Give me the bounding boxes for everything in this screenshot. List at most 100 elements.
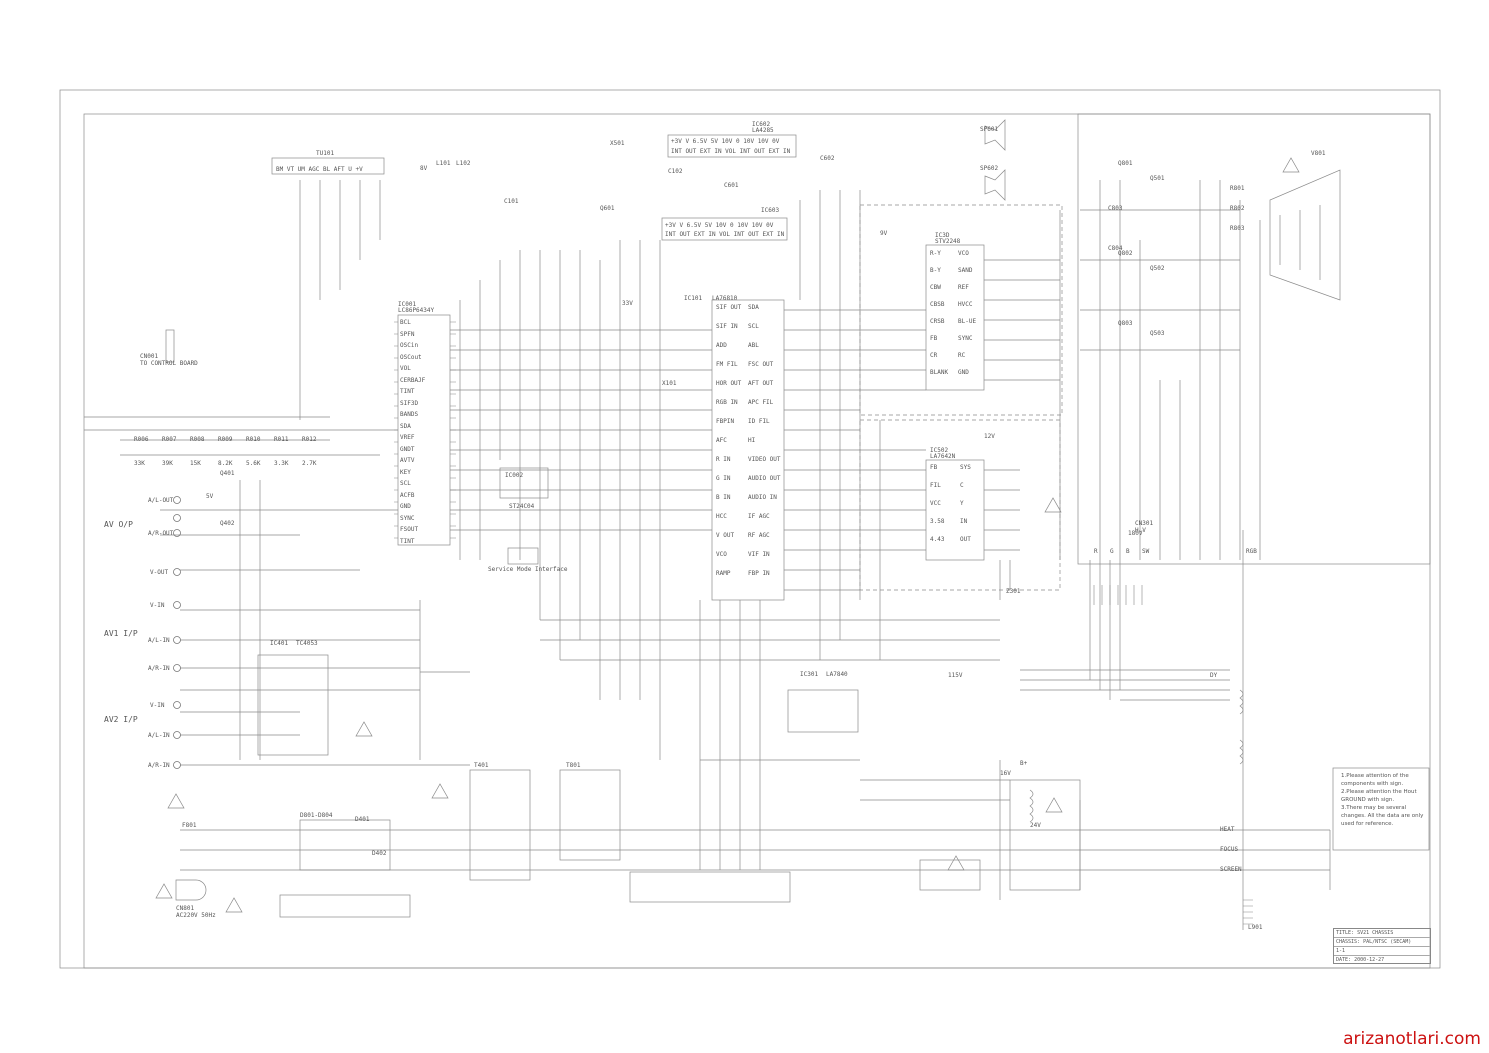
connector-strip (629, 871, 791, 903)
jack-label-v-in-1: V-IN (150, 602, 165, 609)
note-item-3: 3.There may be several changes. All the … (1341, 805, 1424, 827)
crt-neck (1269, 169, 1341, 301)
switch-ic-part: TC4053 (296, 640, 318, 647)
mcu-box (397, 314, 451, 546)
audio-ic2-pins-bottom: INT OUT EXT IN VOL INT OUT EXT IN (665, 231, 785, 238)
jack-label-a-l-in-1: A/L-IN (148, 637, 170, 644)
chroma-pin-label: B-Y (930, 267, 941, 274)
main-ic-pin-label: AFC (716, 437, 727, 444)
delay-ic-part: LA7642N (930, 453, 956, 460)
main-ic-pin-label: FBPIN (716, 418, 735, 425)
main-ic-part: LA76810 (712, 295, 738, 302)
speaker1-label: SP601 (980, 126, 999, 133)
switch-ic-box (257, 654, 329, 756)
av-out-label: AV O/P (104, 520, 133, 529)
resistor-chain-label: R007 (162, 436, 177, 443)
resistor-value-label: 33K (134, 460, 145, 467)
main-ic-pin-label: R IN (716, 456, 731, 463)
chroma-pin-label: R-Y (930, 250, 941, 257)
date-label: DATE: (1336, 957, 1352, 963)
part-designator: Q802 (1118, 250, 1133, 257)
chassis-label: CHASSIS: (1336, 939, 1361, 945)
delay-pin-label: 4.43 (930, 536, 945, 543)
mcu-pin-label: SYNC (400, 514, 415, 522)
service-interface-label: Service Mode Interface (488, 566, 568, 573)
resistor-value-label: 15K (190, 460, 201, 467)
watermark: arizanotlari.com (1343, 1029, 1481, 1049)
part-designator: Q801 (1118, 160, 1133, 167)
vert-ic-box (787, 689, 859, 733)
part-designator: D402 (372, 850, 387, 857)
degauss-label: L901 (1248, 924, 1263, 931)
service-connector (507, 547, 539, 565)
main-ic-pin-label: AUDIO OUT (748, 475, 781, 482)
chroma-pin-label: CR (930, 352, 938, 359)
delay-pin-label: FB (930, 464, 938, 471)
av2-in-label: AV2 I/P (104, 715, 138, 724)
mcu-pin-label: SDA (400, 422, 411, 430)
jack-label-a-l-out: A/L-OUT (148, 497, 174, 504)
title-label: TITLE: (1336, 930, 1355, 936)
audio-ic2-label: IC603 (761, 207, 780, 214)
main-ic-pin-label: VCO (716, 551, 727, 558)
main-ic-pin-label: ID FIL (748, 418, 770, 425)
main-ic-pin-label: ABL (748, 342, 759, 349)
yoke-label: DY (1210, 672, 1218, 679)
audio-ic-part: LA4285 (752, 127, 774, 134)
part-designator: C804 (1108, 245, 1123, 252)
main-ic-pin-label: HCC (716, 513, 727, 520)
mcu-pin-label: ACFB (400, 491, 415, 499)
voltage-label: 180V (1128, 530, 1143, 537)
flyback-box (469, 769, 531, 881)
mcu-pin-label: VOL (400, 365, 411, 372)
audio-pins-bottom: INT OUT EXT IN VOL INT OUT EXT IN (671, 148, 791, 155)
screen-label: SCREEN (1220, 866, 1242, 873)
audio-ic2-pins-top: +3V V 6.5V 5V 10V 0 10V 10V 0V (665, 222, 774, 229)
main-ic-pin-label: AFT OUT (748, 380, 774, 387)
bus-label: R (1094, 548, 1098, 555)
mcu-pin-label: AVTV (400, 457, 415, 464)
resistor-value-label: 8.2K (218, 460, 233, 467)
notes-frame (1332, 767, 1430, 851)
main-ic-pin-label: SCL (748, 323, 759, 330)
mcu-pin-label: BANDS (400, 411, 419, 418)
voltage-label: 8V (420, 165, 428, 172)
resistor-chain-label: R012 (302, 436, 317, 443)
resistor-chain-label: R008 (190, 436, 205, 443)
bus-label: RGB (1246, 548, 1257, 555)
part-designator: Q502 (1150, 265, 1165, 272)
crt-label: V801 (1311, 150, 1326, 157)
part-designator: C101 (504, 198, 519, 205)
main-ic-pin-label: VIDEO OUT (748, 456, 781, 463)
focus-label: FOCUS (1220, 846, 1239, 853)
part-designator: Q501 (1150, 175, 1165, 182)
power-ic-box (559, 769, 621, 861)
chroma-pin-label: RC (958, 352, 966, 359)
bus-label: B (1126, 548, 1130, 555)
main-ic-pin-label: AUDIO IN (748, 494, 777, 501)
av1-in-label: AV1 I/P (104, 629, 138, 638)
part-designator: X501 (610, 140, 625, 147)
chroma-ic-box (925, 244, 985, 391)
chroma-pin-label: HVCC (958, 301, 973, 308)
bridge-label: D801-D804 (300, 812, 333, 819)
main-ic-pin-label: VIF IN (748, 551, 770, 558)
part-designator: X101 (662, 380, 677, 387)
bus-label: SW (1142, 548, 1150, 555)
audio-ic-box (667, 134, 797, 158)
note-item-2: 2.Please attention the Hout GROUND with … (1341, 789, 1417, 803)
power-heatsink (279, 894, 411, 918)
switch-ic-label: IC401 (270, 640, 289, 647)
mcu-pin-label: CERBAJF (400, 376, 426, 384)
control-board-text: TO CONTROL BOARD (140, 360, 198, 367)
part-designator: C601 (724, 182, 739, 189)
mcu-pin-label: GNDT (400, 445, 415, 453)
switch-module (919, 859, 981, 891)
sheet-number: 1-1 (1336, 948, 1346, 954)
resistor-chain-label: R006 (134, 436, 149, 443)
part-designator: Z301 (1006, 588, 1021, 595)
tuner-pins: BM VT UM AGC BL AFT U +V (276, 166, 363, 173)
chroma-pin-label: GND (958, 369, 969, 376)
chroma-pin-label: VCO (958, 250, 969, 257)
main-ic-pin-label: B IN (716, 494, 731, 501)
